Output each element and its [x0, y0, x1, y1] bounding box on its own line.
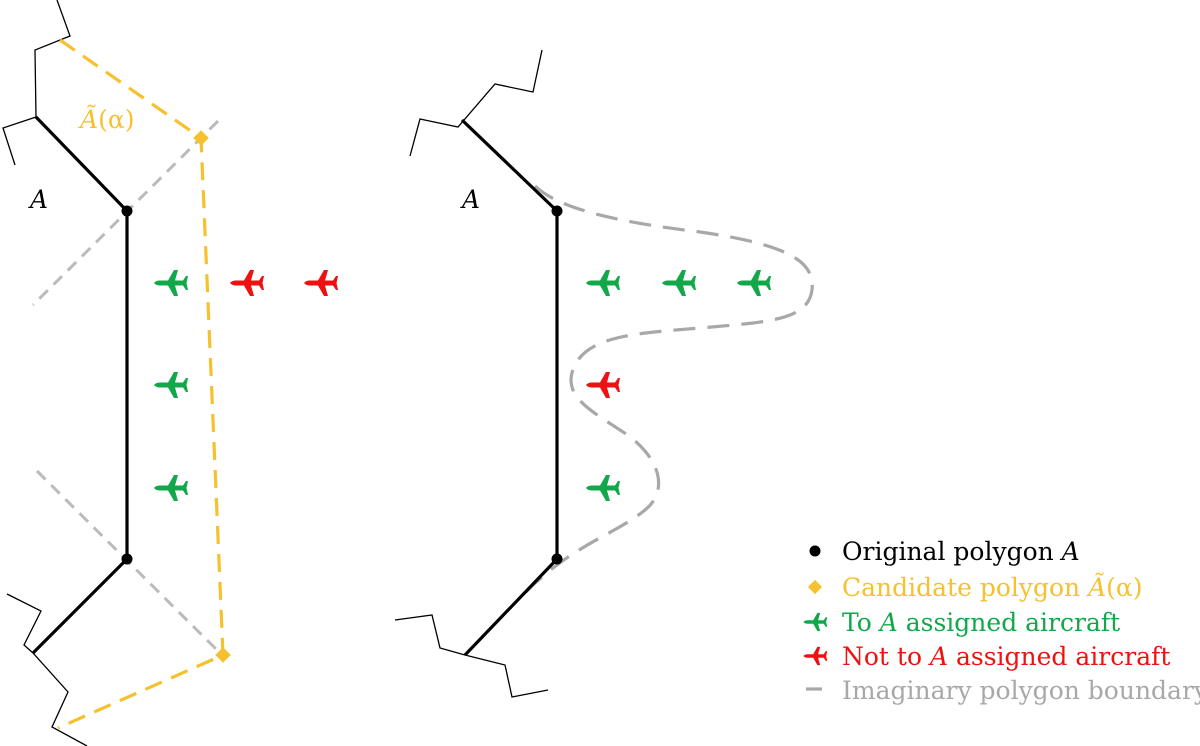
legend-candidate: Candidate polygon Ã(α): [842, 573, 1143, 602]
legend-original: Original polygon A: [842, 537, 1080, 566]
legend-not-assigned: Not to A assigned aircraft: [842, 642, 1170, 671]
original-polygon-edge: [31, 115, 129, 655]
legend-imaginary: Imaginary polygon boundary: [842, 676, 1200, 705]
vertex-legend-icon: [809, 545, 821, 557]
aircraft-assigned-icon: [737, 270, 771, 296]
candidate-polygon-edge: [57, 38, 225, 730]
legend-assigned: To A assigned aircraft: [842, 608, 1120, 637]
neighbor-boundary-top: [2, 0, 71, 166]
neighbor-boundary-bottom: [6, 593, 88, 746]
left-panel: A Ã(α): [2, 0, 338, 746]
legend: Original polygon A Candidate polygon Ã(α…: [803, 537, 1200, 705]
diamond-legend-icon: [807, 579, 823, 595]
neighbor-boundary-top: [409, 49, 543, 157]
aircraft-assigned-icon: [154, 372, 188, 398]
original-polygon-edge: [460, 118, 559, 657]
neighbor-boundary-bottom: [394, 614, 549, 698]
vertex-dot: [121, 205, 133, 217]
vertex-dot: [551, 553, 563, 565]
vertex-dot: [121, 553, 133, 565]
aircraft-assigned-icon: [662, 270, 696, 296]
aircraft-assigned-icon: [586, 475, 620, 501]
aircraft-not-assigned-icon: [304, 270, 338, 296]
aircraft-not-assigned-icon: [230, 270, 264, 296]
polygon-label: A: [28, 185, 48, 214]
aircraft-assigned-icon: [586, 270, 620, 296]
candidate-polygon-label: Ã(α): [78, 105, 134, 134]
aircraft-assigned-icon: [154, 270, 188, 296]
vertex-dot: [551, 205, 563, 217]
polygon-label: A: [460, 185, 480, 214]
right-panel: A: [394, 49, 814, 698]
aircraft-not-assigned-legend-icon: [803, 646, 828, 666]
aircraft-assigned-icon: [154, 475, 188, 501]
aircraft-assigned-legend-icon: [803, 612, 828, 632]
candidate-vertex-diamond: [215, 647, 231, 663]
candidate-vertex-diamond: [193, 130, 209, 146]
imaginary-polygon-boundary: [518, 184, 814, 600]
aircraft-not-assigned-icon: [586, 372, 620, 398]
